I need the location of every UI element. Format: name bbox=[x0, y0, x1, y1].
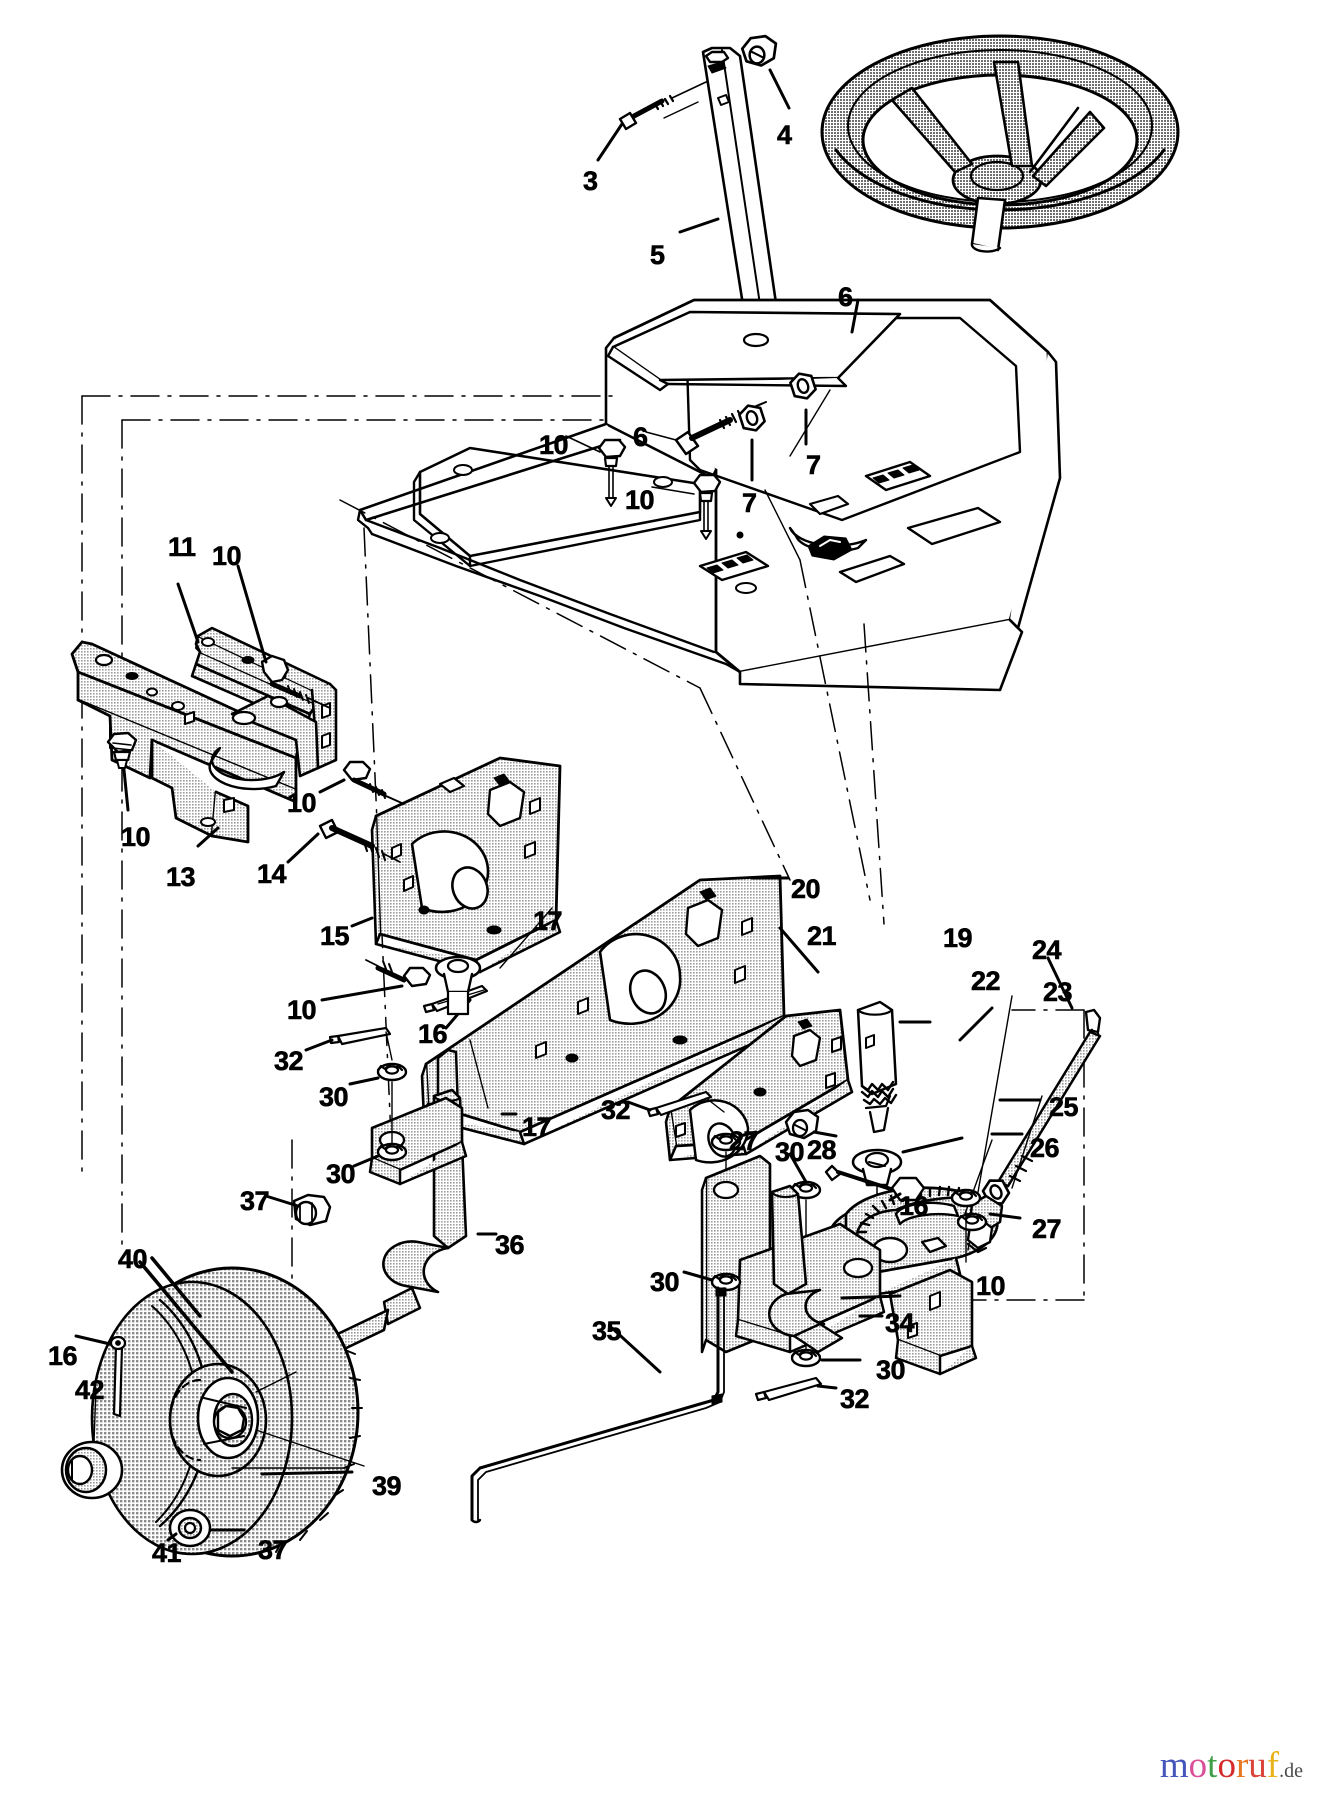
cross-beam-part-21 bbox=[664, 926, 854, 1164]
callout-number-10: 10 bbox=[625, 485, 655, 515]
callout-number-21: 21 bbox=[807, 921, 837, 951]
bolt-part-16-right bbox=[824, 1164, 926, 1202]
callout-number-14: 14 bbox=[257, 859, 287, 889]
callout-number-10: 10 bbox=[212, 541, 242, 571]
callout-number-32: 32 bbox=[840, 1384, 870, 1414]
hub-cap-part-42 bbox=[60, 1387, 124, 1500]
nut-part-10-right bbox=[950, 1188, 982, 1208]
callout-number-11: 11 bbox=[168, 532, 197, 562]
callout-number-26: 26 bbox=[1030, 1133, 1060, 1163]
callout-number-7: 7 bbox=[742, 488, 758, 518]
callout-number-27: 27 bbox=[1032, 1214, 1062, 1244]
callout-number-5: 5 bbox=[650, 240, 666, 270]
bearing-part-37-upper bbox=[292, 1193, 332, 1227]
screw-part-10-plate15-bottom bbox=[365, 959, 432, 988]
callout-number-35: 35 bbox=[592, 1316, 622, 1346]
callout-number-16: 16 bbox=[418, 1019, 448, 1049]
callout-number-17: 17 bbox=[522, 1112, 552, 1142]
callout-number-32: 32 bbox=[274, 1046, 304, 1076]
callout-number-10: 10 bbox=[976, 1271, 1006, 1301]
nut-part-27-right bbox=[956, 1212, 988, 1232]
axle-assembly-part-34 bbox=[700, 1154, 902, 1354]
cross-beam-part-20 bbox=[420, 874, 790, 1146]
watermark-letter: m bbox=[1159, 1745, 1189, 1786]
callout-number-6: 6 bbox=[633, 422, 649, 452]
watermark-letter: o bbox=[1217, 1745, 1236, 1786]
bushing-part-17-upper bbox=[434, 955, 482, 1016]
motoruf-watermark: motoruf.de bbox=[1160, 1747, 1303, 1784]
screws-part-10-dashboard bbox=[565, 435, 722, 540]
dashboard-hood bbox=[356, 298, 1062, 692]
frame-rail-part-13 bbox=[70, 640, 320, 848]
watermark-letter: f bbox=[1266, 1745, 1280, 1786]
callout-number-41: 41 bbox=[152, 1538, 182, 1568]
callout-number-3: 3 bbox=[583, 166, 599, 196]
callout-number-30: 30 bbox=[326, 1159, 356, 1189]
watermark-suffix: .de bbox=[1279, 1760, 1303, 1782]
callout-number-30: 30 bbox=[775, 1137, 805, 1167]
callout-number-7: 7 bbox=[806, 450, 822, 480]
watermark-letter: r bbox=[1235, 1745, 1249, 1786]
callout-number-13: 13 bbox=[166, 862, 196, 892]
callout-number-16: 16 bbox=[48, 1341, 78, 1371]
callout-number-10: 10 bbox=[121, 822, 151, 852]
callout-number-25: 25 bbox=[1049, 1092, 1079, 1122]
callout-number-4: 4 bbox=[777, 120, 793, 150]
callout-number-22: 22 bbox=[971, 966, 1001, 996]
callout-number-42: 42 bbox=[75, 1375, 105, 1405]
watermark-letter: t bbox=[1207, 1745, 1218, 1786]
callout-number-30: 30 bbox=[876, 1355, 906, 1385]
callout-number-10: 10 bbox=[287, 788, 317, 818]
callout-number-23: 23 bbox=[1043, 977, 1073, 1007]
ball-joint-part-26 bbox=[961, 1132, 1024, 1254]
callout-number-36: 36 bbox=[495, 1230, 525, 1260]
callout-number-28: 28 bbox=[807, 1135, 837, 1165]
callout-number-30: 30 bbox=[650, 1267, 680, 1297]
callout-number-30: 30 bbox=[319, 1082, 349, 1112]
callout-number-34: 34 bbox=[885, 1308, 915, 1338]
cotter-pin-part-16-bottom bbox=[74, 1334, 127, 1418]
callout-number-10: 10 bbox=[287, 995, 317, 1025]
callout-number-27: 27 bbox=[729, 1126, 759, 1156]
tie-rod-part-35 bbox=[470, 1286, 727, 1524]
drag-link-part-24 bbox=[996, 956, 1102, 1188]
bolt-part-14 bbox=[286, 818, 401, 864]
bolt-part-6-and-nuts-7 bbox=[645, 298, 860, 561]
callout-number-37: 37 bbox=[240, 1186, 270, 1216]
callout-number-40: 40 bbox=[118, 1244, 148, 1274]
watermark-letter: u bbox=[1248, 1745, 1267, 1786]
callout-number-15: 15 bbox=[320, 921, 350, 951]
nut-part-30-lower bbox=[790, 1348, 822, 1368]
callout-number-16: 16 bbox=[899, 1191, 929, 1221]
watermark-letter: o bbox=[1188, 1745, 1208, 1786]
callout-number-19: 19 bbox=[943, 923, 973, 953]
bearing-part-41 bbox=[168, 1508, 212, 1548]
pinion-shaft-part-19 bbox=[856, 1000, 932, 1134]
plate-part-15 bbox=[350, 756, 562, 974]
nut-part-30-spindle bbox=[376, 1142, 408, 1162]
callout-number-10: 10 bbox=[539, 430, 569, 460]
callout-number-37: 37 bbox=[258, 1535, 288, 1565]
fasteners-mid bbox=[626, 1090, 838, 1361]
callout-number-24: 24 bbox=[1032, 935, 1062, 965]
screw-part-10-bracket11 bbox=[236, 564, 331, 709]
screw-part-10-left bbox=[106, 731, 138, 769]
callout-number-20: 20 bbox=[791, 874, 821, 904]
callout-number-17: 17 bbox=[533, 906, 563, 936]
locknut-part-4 bbox=[740, 34, 778, 67]
callout-number-39: 39 bbox=[372, 1471, 402, 1501]
screw-part-10-plate15-top bbox=[342, 760, 405, 805]
steering-wheel bbox=[820, 34, 1180, 253]
bolt-part-3 bbox=[596, 81, 707, 162]
nut-part-30-spindle-top bbox=[376, 1062, 408, 1082]
callout-number-32: 32 bbox=[601, 1095, 631, 1125]
nut-part-28 bbox=[784, 1108, 820, 1140]
tire-wheel-part-40 bbox=[90, 1256, 365, 1558]
callout-number-6: 6 bbox=[838, 282, 854, 312]
